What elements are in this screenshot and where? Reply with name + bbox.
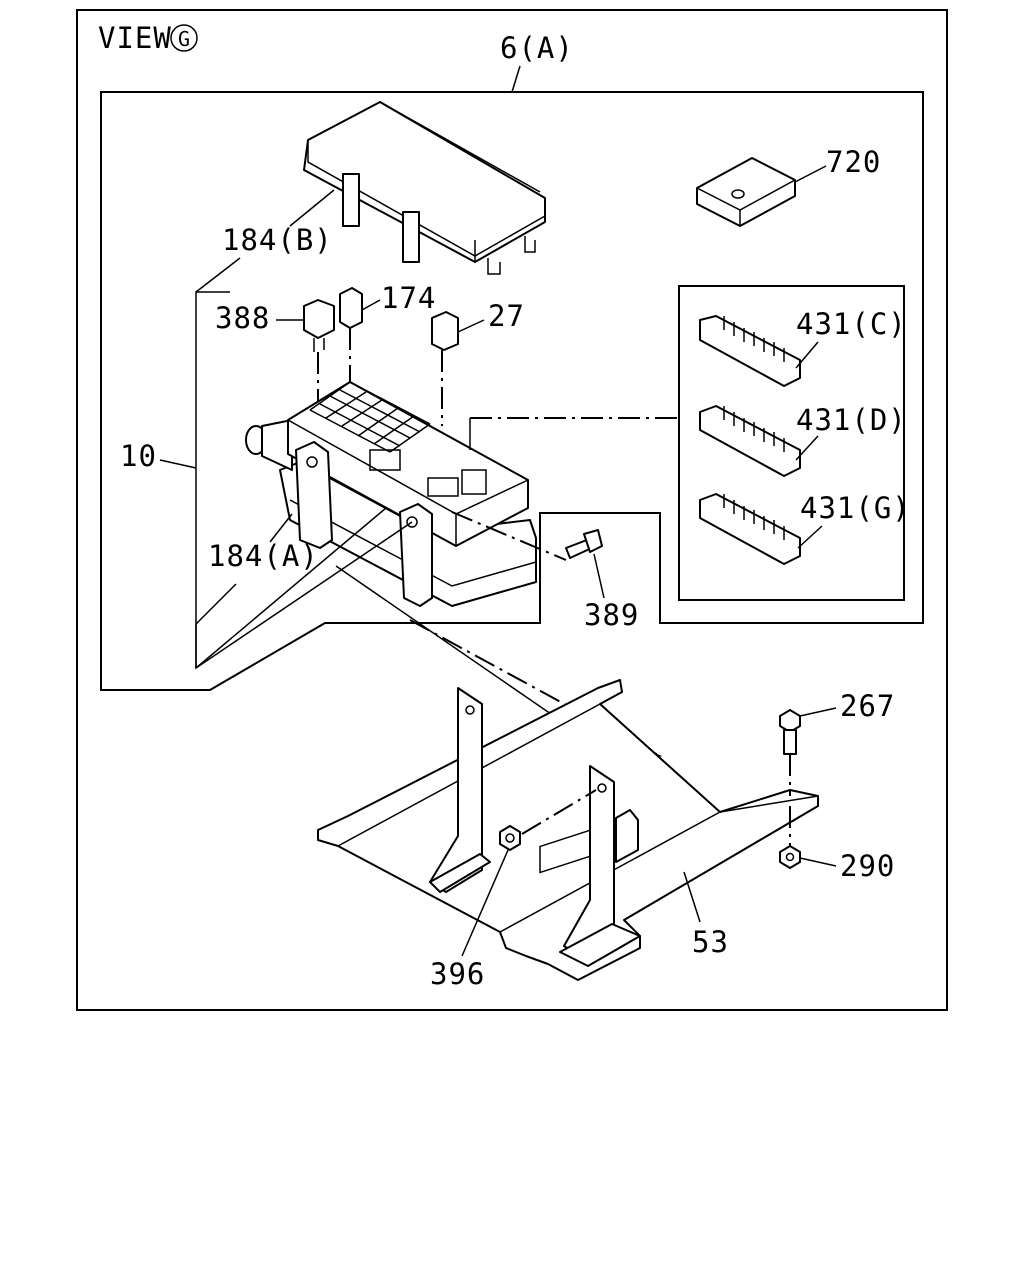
view-letter-circle [170,24,198,52]
callout-431g: 431(G) [800,491,911,525]
callout-184a: 184(A) [208,539,319,573]
fuse-27 [431,311,459,351]
leader-389 [593,553,605,599]
callout-53: 53 [692,925,729,959]
leader-6a [511,65,521,93]
connector-431c [699,315,801,387]
leader-720 [794,165,827,183]
nut-290 [779,845,801,869]
view-label: VIEW [98,21,172,55]
callout-720: 720 [826,145,881,179]
clip-720 [696,157,796,227]
leader-431d [795,435,819,461]
connector-frame [678,285,905,601]
callout-388: 388 [215,301,270,335]
view-letter: G [178,27,190,51]
bolt-267 [779,709,801,755]
callout-174: 174 [381,281,436,315]
leader-184a [269,513,293,543]
leader-290 [799,857,837,867]
leader-53 [683,871,701,923]
bolt-389 [565,529,603,559]
outer-frame [76,9,948,1011]
callout-6a: 6(A) [500,31,574,65]
leader-184b [289,189,335,227]
leader-431g [797,525,823,549]
callout-184b: 184(B) [222,223,333,257]
callout-431d: 431(D) [796,403,907,437]
leader-396 [461,849,509,957]
leader-184a-line2 [195,507,387,669]
callout-389: 389 [584,598,639,632]
leader-184a-lines [195,521,413,670]
callout-267: 267 [840,689,895,723]
callout-27: 27 [488,299,525,333]
nut-396 [499,825,521,851]
bracket-10 [195,291,230,668]
connector-431g [699,493,801,565]
tray-53 [317,679,819,981]
assembly-frame [100,91,924,691]
callout-10: 10 [120,439,157,473]
connector-431d [699,405,801,477]
leader-10-top [195,257,241,293]
leader-174 [361,299,381,311]
callout-431c: 431(C) [796,307,907,341]
fuse-174 [339,287,363,329]
leader-27 [457,319,485,333]
leader-431c [795,341,819,369]
dropline-389 [451,511,567,561]
callout-290: 290 [840,849,895,883]
relay-388 [303,299,335,352]
fuse-box-cover [303,101,546,275]
callout-396: 396 [430,957,485,991]
leader-267 [799,707,837,717]
fuse-box-10 [245,381,537,607]
leader-10 [159,459,197,469]
dropline-396 [521,789,597,835]
